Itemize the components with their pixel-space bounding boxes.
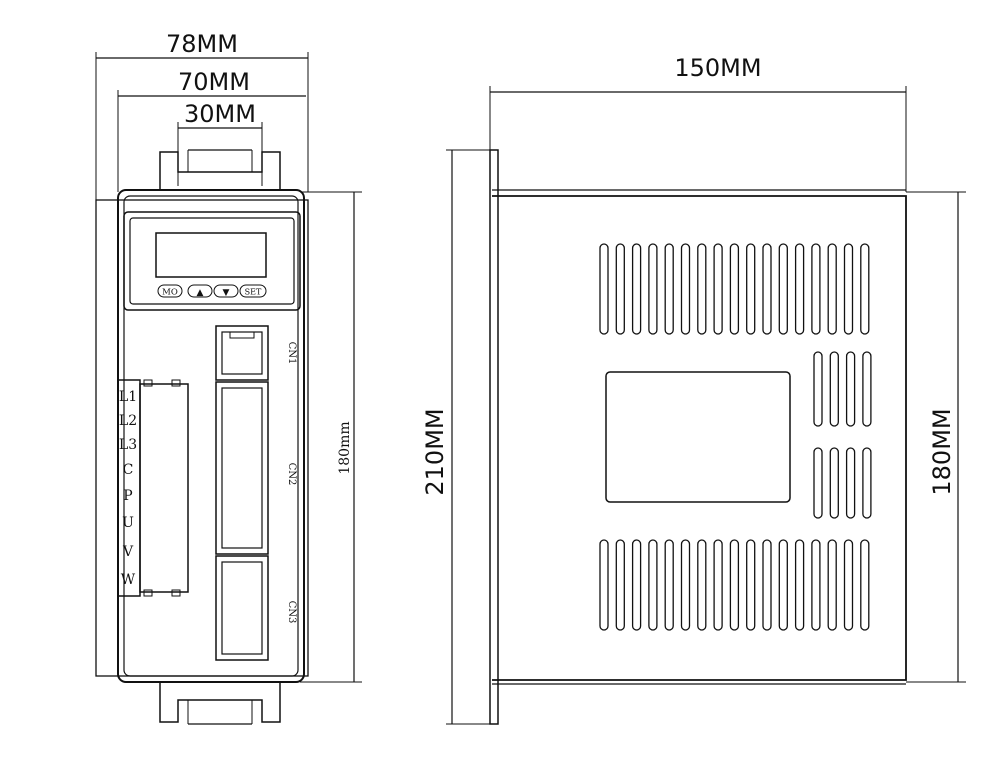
vent-slot	[599, 539, 609, 631]
dimension-180mm-side: 180MM	[906, 191, 966, 683]
lcd-screen	[155, 232, 267, 278]
connector-label-cn3: CN3	[286, 601, 297, 624]
vent-slot	[811, 243, 821, 335]
dimension-label-70mm: 70MM	[178, 68, 250, 96]
keypad: MO ▲ ▼ SET	[157, 284, 267, 298]
dimension-label-78mm: 78MM	[166, 30, 238, 58]
terminal-label-l1: L1	[119, 389, 137, 405]
vent-slot	[813, 447, 823, 519]
up-key	[187, 284, 213, 298]
vent-slot	[778, 539, 788, 631]
side-label-window	[605, 371, 791, 503]
dimension-150mm: 150MM	[489, 54, 907, 192]
top-mounting-bracket	[159, 151, 281, 190]
vent-slot	[746, 243, 756, 335]
vent-slot	[631, 539, 642, 631]
vent-slot	[762, 539, 772, 631]
vent-slot	[860, 243, 870, 335]
terminal-label-l2: L2	[119, 413, 137, 429]
vent-slot	[843, 243, 854, 335]
vent-slot	[827, 243, 837, 335]
dimension-label-180mm-side: 180MM	[928, 408, 956, 495]
vent-slot	[813, 351, 823, 427]
connector-label-cn2: CN2	[286, 463, 297, 486]
power-terminal-block: L1 L2 L3 C P U V W	[117, 379, 189, 597]
set-key	[239, 284, 267, 298]
vent-slot	[843, 539, 854, 631]
drive-body	[117, 189, 305, 683]
vent-slot	[862, 447, 872, 519]
terminal-label-w: W	[121, 572, 136, 588]
front-view: 78MM 70MM 30MM	[95, 30, 362, 725]
display-panel: MO ▲ ▼ SET	[123, 211, 301, 311]
vent-slot	[615, 539, 625, 631]
vent-slot	[729, 539, 740, 631]
vent-slot	[746, 539, 756, 631]
vent-slot	[631, 243, 642, 335]
vent-slot	[664, 243, 674, 335]
vent-slot	[713, 539, 723, 631]
side-housing	[492, 189, 907, 685]
vent-slot	[845, 447, 856, 519]
dimension-180mm-front: 180mm	[300, 191, 362, 683]
vent-slot	[860, 539, 870, 631]
dimension-label-210mm: 210MM	[421, 408, 449, 495]
dimension-70mm: 70MM	[117, 68, 306, 192]
dimension-label-30mm: 30MM	[184, 100, 256, 128]
vent-slot	[697, 539, 707, 631]
vent-slot	[680, 243, 691, 335]
dimension-label-180mm-front: 180mm	[337, 421, 353, 474]
vent-slot	[648, 539, 658, 631]
vent-slot	[762, 243, 772, 335]
vent-slot	[599, 243, 609, 335]
dimension-label-150mm: 150MM	[674, 54, 761, 82]
up-key-label: ▲	[197, 288, 204, 298]
vent-slot	[680, 539, 691, 631]
connector-label-cn1: CN1	[286, 342, 297, 365]
terminal-label-l3: L3	[119, 437, 137, 453]
terminal-label-c: C	[123, 462, 134, 478]
vent-slot	[729, 243, 740, 335]
vent-slot	[794, 243, 805, 335]
vent-slot	[664, 539, 674, 631]
connector-cn3: CN3	[215, 555, 297, 661]
vent-slot	[778, 243, 788, 335]
ventilation-slots-bottom	[599, 539, 870, 631]
vent-slot	[829, 351, 839, 427]
ventilation-slots-middle-lower	[813, 447, 872, 519]
bottom-mounting-bracket	[159, 682, 281, 723]
down-key	[213, 284, 239, 298]
ventilation-slots-top	[599, 243, 870, 335]
vent-slot	[697, 243, 707, 335]
vent-slot	[648, 243, 658, 335]
connector-cn2: CN2	[215, 381, 297, 555]
connector-cn1: CN1	[215, 325, 297, 381]
ventilation-slots-middle-upper	[813, 351, 872, 427]
vent-slot	[811, 539, 821, 631]
dimension-30mm: 30MM	[177, 100, 263, 186]
vent-slot	[713, 243, 723, 335]
mounting-flange	[489, 149, 499, 725]
mode-key-label: MO	[162, 288, 178, 298]
down-key-label: ▼	[223, 288, 230, 298]
terminal-label-p: P	[123, 488, 132, 504]
vent-slot	[829, 447, 839, 519]
vent-slot	[615, 243, 625, 335]
set-key-label: SET	[245, 288, 262, 297]
mode-key	[157, 284, 183, 298]
vent-slot	[827, 539, 837, 631]
terminal-label-v: V	[122, 544, 134, 560]
vent-slot	[845, 351, 856, 427]
dimension-210mm: 210MM	[421, 149, 492, 725]
dimension-78mm: 78MM	[95, 30, 309, 200]
vent-slot	[794, 539, 805, 631]
vent-slot	[862, 351, 872, 427]
side-view: 150MM 210MM	[421, 54, 966, 725]
terminal-label-u: U	[122, 515, 134, 531]
